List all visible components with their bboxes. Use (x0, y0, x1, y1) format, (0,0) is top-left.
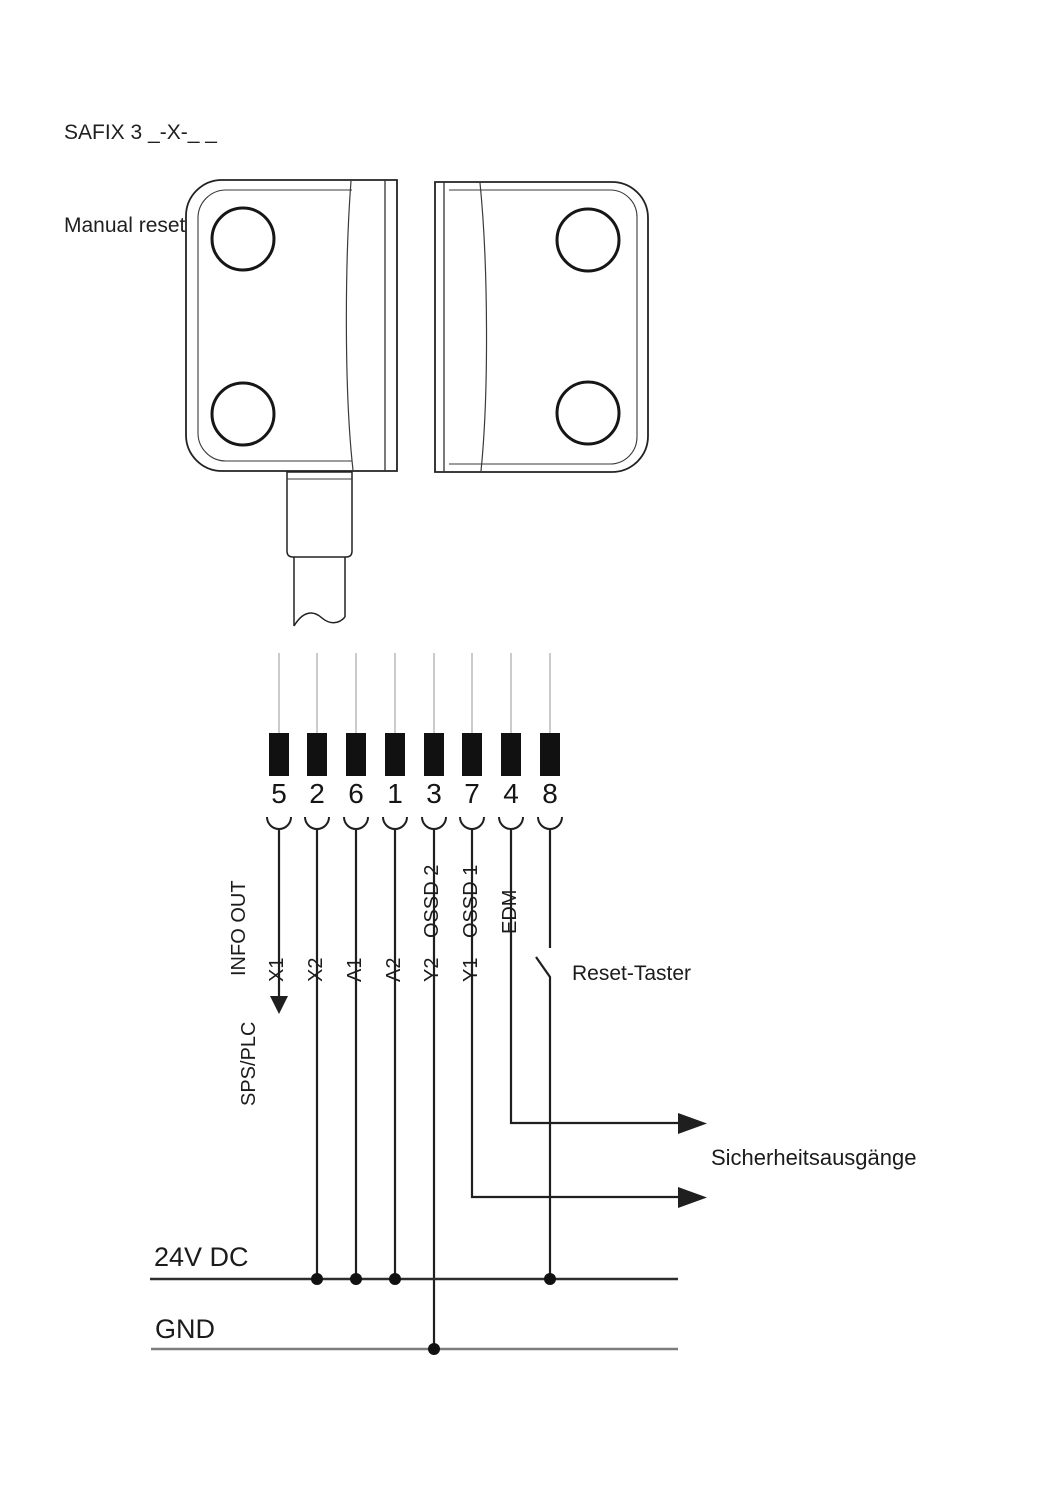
wire-y1-ossd1 (509, 829, 681, 1125)
actuator-front-curve (479, 182, 488, 472)
reset-button-label: Reset-Taster (572, 962, 692, 985)
reset-switch-contact (535, 956, 552, 1279)
signal-label-edm: EDM (499, 889, 521, 934)
cable (293, 557, 346, 626)
switch-front-curve (345, 180, 354, 471)
mounting-hole (210, 381, 276, 447)
diagram-title: SAFIX 3 _-X-_ _ Manual reset (64, 55, 217, 303)
pin-number-5: 5 (271, 778, 287, 809)
signal-label-ossd1: OSSD 1 (460, 864, 482, 938)
mounting-hole (555, 380, 621, 446)
plc-label: SPS/PLC (238, 1021, 260, 1106)
signal-label-a2: A2 (383, 957, 405, 982)
pin-blocks (269, 733, 560, 776)
safety-outputs-label: Sicherheitsausgänge (711, 1145, 917, 1170)
switch-outline (185, 179, 398, 472)
plc-arrowhead (270, 996, 288, 1014)
arrowheads (270, 996, 707, 1208)
pin-number-7: 7 (464, 778, 480, 809)
wires (277, 829, 681, 1349)
pin-number-2: 2 (309, 778, 325, 809)
pin-number-4: 4 (503, 778, 519, 809)
pin-number-6: 6 (348, 778, 364, 809)
pin-number-1: 1 (387, 778, 403, 809)
pin-number-8: 8 (542, 778, 558, 809)
supply-rail-label: 24V DC (154, 1242, 249, 1272)
signal-label-x2: X2 (305, 957, 327, 982)
switch-inner-line (197, 189, 352, 462)
actuator-outline (434, 181, 649, 473)
reset-mode-line: Manual reset (64, 214, 186, 237)
model-code-line: SAFIX 3 _-X-_ _ (64, 121, 217, 144)
switch-body-drawing (185, 179, 398, 627)
pin-number-3: 3 (426, 778, 442, 809)
cable-strands (278, 653, 551, 733)
actuator-body-drawing (434, 181, 649, 473)
cable-gland (286, 471, 353, 558)
cable-break-line (293, 612, 346, 627)
actuator-inner-line (449, 189, 638, 465)
wire-y2-ossd2 (470, 829, 681, 1199)
signal-label-x1: X1 (266, 957, 288, 982)
signal-label-ossd2: OSSD 2 (421, 864, 443, 938)
mounting-hole (210, 206, 276, 272)
junction-dots (311, 1273, 556, 1355)
safety-output-arrowhead (678, 1113, 707, 1134)
safety-output-arrowhead (678, 1187, 707, 1208)
mounting-hole (555, 207, 621, 273)
ground-rail-label: GND (155, 1314, 215, 1344)
signal-label-info-out: INFO OUT (228, 880, 250, 976)
signal-label-a1: A1 (344, 957, 366, 982)
